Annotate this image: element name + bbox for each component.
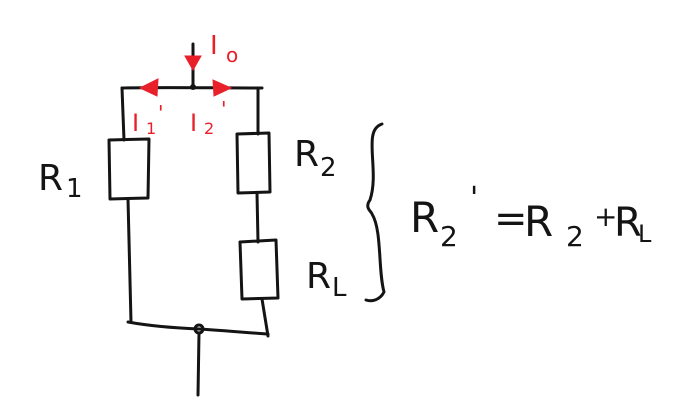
label-i2-prime: ' — [221, 97, 227, 121]
left-wire-bottom — [126, 197, 133, 324]
eq-term1-main: R — [524, 197, 553, 246]
r2-resistor — [235, 131, 272, 195]
curly-brace — [364, 122, 386, 303]
eq-equals: = — [494, 196, 528, 242]
right-wire-bottom — [260, 297, 270, 338]
bottom-bus — [126, 320, 270, 336]
label-r1-main: R — [38, 158, 63, 199]
eq-lhs-main: R — [410, 193, 439, 242]
i0-arrowhead — [184, 55, 202, 72]
label-r1-sub: 1 — [66, 174, 83, 204]
eq-term2-main: R — [614, 200, 642, 246]
label-i0-sub: o — [226, 43, 238, 67]
label-i2-sub: 2 — [204, 119, 214, 138]
label-rl-sub: L — [332, 273, 347, 303]
rl-resistor — [238, 238, 280, 301]
label-i1-sub: 1 — [146, 119, 156, 138]
label-i0-main: I — [210, 31, 218, 61]
eq-plus: + — [594, 200, 617, 233]
label-i2-main: I — [190, 109, 197, 137]
output-wire — [196, 331, 201, 397]
label-rl-main: R — [306, 256, 331, 297]
i2-arrowhead — [212, 79, 233, 97]
label-i1-prime: ' — [158, 101, 164, 125]
eq-lhs-prime: ' — [470, 181, 478, 216]
r1-resistor — [107, 137, 151, 201]
eq-term2-sub: L — [638, 220, 652, 248]
label-r2-main: R — [294, 134, 319, 175]
i1-arrowhead — [138, 78, 159, 97]
label-i1-main: I — [132, 109, 139, 137]
label-r2-sub: 2 — [320, 153, 337, 183]
eq-term1-sub: 2 — [566, 220, 584, 253]
left-wire-top — [120, 86, 126, 142]
right-wire-mid — [255, 191, 260, 244]
eq-lhs-sub: 2 — [440, 220, 458, 253]
